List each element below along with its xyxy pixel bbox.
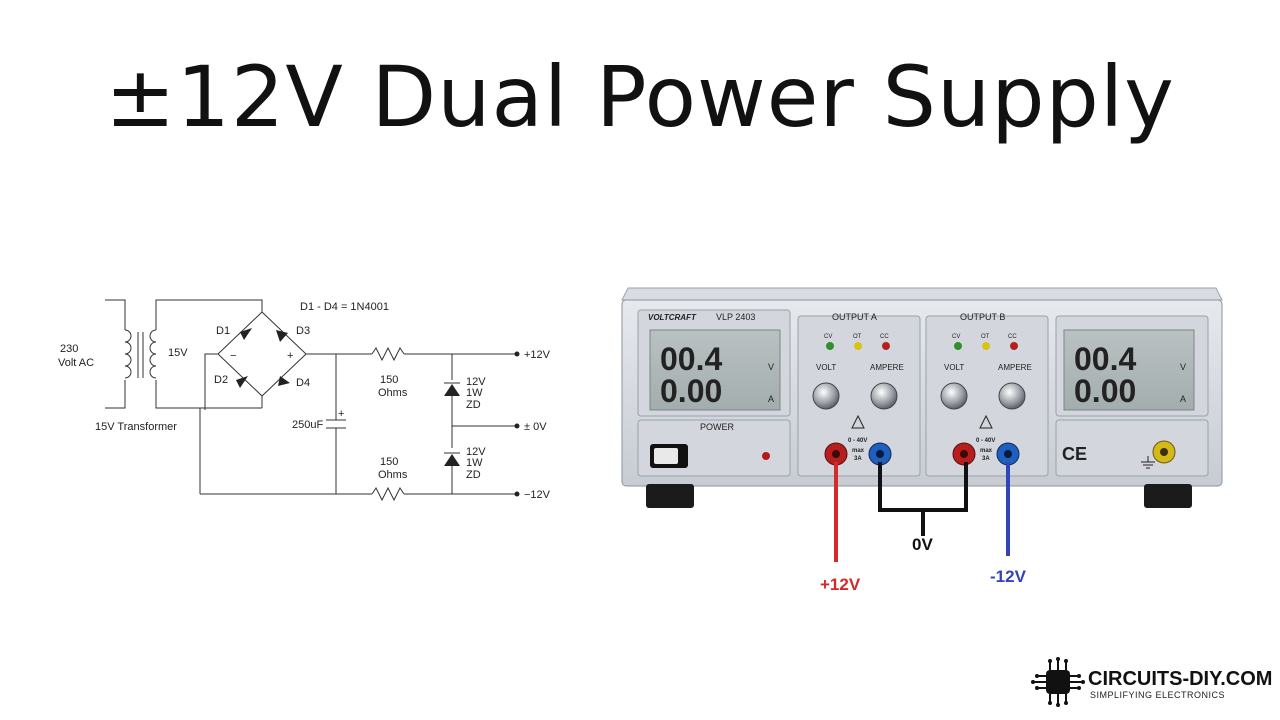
zener2-l3: ZD [466,469,481,481]
left-foot [646,484,694,508]
right-unit-a: A [1180,394,1186,404]
power-led [762,452,770,460]
schematic-labels: 230 Volt AC 15V 15V Transformer D1 - D4 … [58,301,551,501]
a-ampere-label: AMPERE [870,363,904,372]
a-range: 0 - 40V [848,438,867,444]
left-amp-reading: 0.00 [660,373,722,409]
brand-label: VOLTCRAFT [648,313,697,322]
b-ampere-label: AMPERE [998,363,1032,372]
b-max-current: 3A [982,456,990,462]
b-ampere-knob[interactable] [998,382,1026,410]
chip-icon [1031,657,1085,707]
a-volt-knob[interactable] [812,382,840,410]
capacitor-label: 250uF [292,419,323,431]
negative-wire-label: -12V [990,567,1027,586]
page-title: ±12V Dual Power Supply [105,48,1175,146]
a-ampere-knob[interactable] [870,382,898,410]
b-volt-label: VOLT [944,363,964,372]
a-cv-label: CV [824,334,832,340]
right-unit-v: V [1180,362,1186,372]
input-label-2: Volt AC [58,357,94,369]
d1-label: D1 [216,325,230,337]
zener2-l1: 12V [466,446,486,458]
positive-wire-label: +12V [820,575,861,594]
diode-note: D1 - D4 = 1N4001 [300,301,389,313]
r-top-value: 150 [380,374,398,386]
left-volt-reading: 00.4 [660,341,722,377]
output-positive: +12V [524,349,551,361]
output-negative: −12V [524,489,551,501]
bridge-minus: − [230,350,236,362]
zener2-l2: 1W [466,457,483,469]
d2-label: D2 [214,374,228,386]
r-bot-unit: Ohms [378,469,408,481]
zener1-l2: 1W [466,387,483,399]
b-ot-label: OT [981,334,990,340]
b-cc-led [1010,342,1018,350]
left-unit-v: V [768,362,774,372]
input-label-1: 230 [60,343,78,355]
b-warning-icon [979,414,993,429]
output-b-label: OUTPUT B [960,312,1005,322]
power-label: POWER [700,422,735,432]
model-label: VLP 2403 [716,312,755,322]
right-amp-reading: 0.00 [1074,373,1136,409]
capacitor-plus: + [338,408,344,420]
bridge-plus: + [287,350,293,362]
a-cc-label: CC [880,334,889,340]
r-top-unit: Ohms [378,387,408,399]
d4-label: D4 [296,377,310,389]
a-warning-icon [851,414,865,429]
left-unit-a: A [768,394,774,404]
zener1-l3: ZD [466,399,481,411]
transformer-label: 15V Transformer [95,421,177,433]
bridge-rectifier [199,311,307,494]
a-cc-led [882,342,890,350]
a-max: max [852,448,865,454]
rails [200,346,516,502]
circuit-schematic [105,299,520,502]
secondary-label: 15V [168,347,188,359]
power-supply: VOLTCRAFT VLP 2403 00.4 0.00 V A POWER O… [621,287,1223,508]
right-volt-reading: 00.4 [1074,341,1136,377]
b-max: max [980,448,993,454]
output-zero: ± 0V [524,421,547,433]
b-cv-led [954,342,962,350]
logo-tagline: SIMPLIFYING ELECTRONICS [1090,690,1226,700]
left-display [649,329,781,411]
logo-name: CIRCUITS-DIY.COM [1088,668,1273,690]
b-range: 0 - 40V [976,438,995,444]
power-switch-rocker[interactable] [654,448,678,464]
a-cv-led [826,342,834,350]
a-volt-label: VOLT [816,363,836,372]
b-volt-knob[interactable] [940,382,968,410]
right-display [1063,329,1195,411]
b-cv-label: CV [952,334,960,340]
r-bot-value: 150 [380,456,398,468]
b-ot-led [982,342,990,350]
ground-icon [1141,456,1155,469]
a-ot-led [854,342,862,350]
zero-wire-label: 0V [912,535,933,554]
output-a-label: OUTPUT A [832,312,877,322]
ce-mark: CE [1062,444,1087,464]
site-logo[interactable]: CIRCUITS-DIY.COM SIMPLIFYING ELECTRONICS [1030,656,1273,708]
a-max-current: 3A [854,456,862,462]
right-foot [1144,484,1192,508]
zener1-l1: 12V [466,376,486,388]
a-ot-label: OT [853,334,862,340]
output-wires [834,462,1010,562]
b-cc-label: CC [1008,334,1017,340]
transformer [105,299,263,409]
d3-label: D3 [296,325,310,337]
